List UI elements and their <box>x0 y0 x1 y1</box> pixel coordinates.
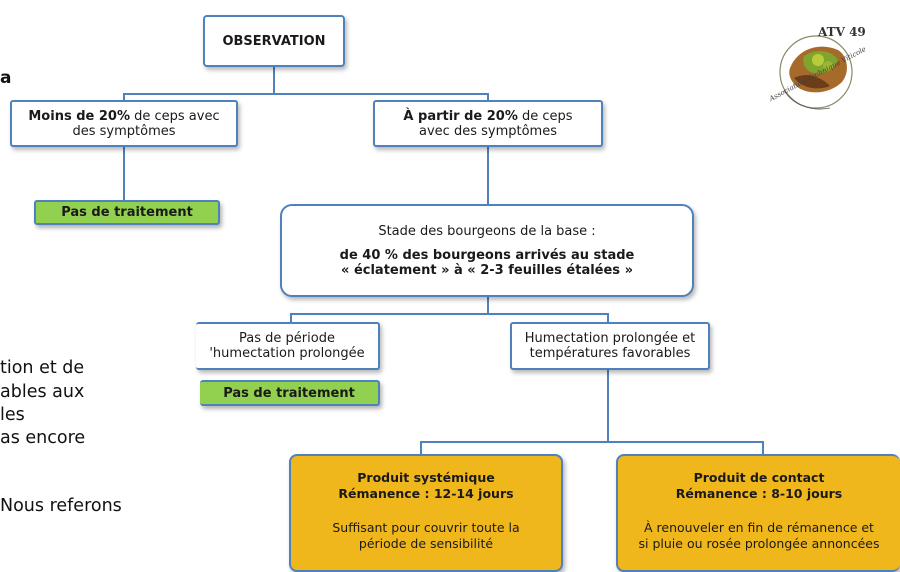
contact-product-box: Produit de contact Rémanence : 8-10 jour… <box>616 454 900 572</box>
systemic-product-box: Produit systémique Rémanence : 12-14 jou… <box>289 454 563 572</box>
background-text-line: ables aux <box>0 382 85 402</box>
contact-desc-1: À renouveler en fin de rémanence et <box>644 520 874 535</box>
bud-stage-line-3: « éclatement » à « 2-3 feuilles étalées … <box>341 262 633 278</box>
bud-stage-box: Stade des bourgeons de la base : de 40 %… <box>280 204 694 297</box>
from-20-text-2: avec des symptômes <box>419 123 557 139</box>
no-treatment-label: Pas de traitement <box>61 205 193 220</box>
logo-title: ATV 49 <box>818 25 866 39</box>
from-20-box: À partir de 20% de ceps avec des symptôm… <box>373 100 603 147</box>
observation-box: OBSERVATION <box>203 15 345 67</box>
from-20-bold: À partir de 20% <box>403 108 518 124</box>
humidity-line-1: Humectation prolongée et <box>524 331 696 346</box>
no-treatment-label: Pas de traitement <box>223 385 355 401</box>
systemic-desc-2: période de sensibilité <box>358 536 494 551</box>
background-text-fragment-top: a <box>0 68 12 88</box>
background-text-line: as encore <box>0 428 86 448</box>
humidity-line-2: températures favorables <box>529 346 691 361</box>
humidity-box: Humectation prolongée et températures fa… <box>510 322 710 370</box>
background-text-line: Nous referons <box>0 496 122 516</box>
no-treatment-box-1: Pas de traitement <box>34 200 220 225</box>
less-than-20-box: Moins de 20% de ceps avec des symptômes <box>10 100 238 147</box>
systemic-title: Produit systémique <box>357 470 495 485</box>
observation-label: OBSERVATION <box>222 33 326 49</box>
background-text-line: tion et de <box>0 358 85 378</box>
bud-stage-line-2: de 40 % des bourgeons arrivés au stade <box>339 247 635 263</box>
less-than-20-text-2: des symptômes <box>72 123 176 139</box>
contact-remanence: Rémanence : 8-10 jours <box>675 486 843 501</box>
bud-stage-line-1: Stade des bourgeons de la base : <box>378 223 596 239</box>
atv49-logo: ATV 49 Association Technique Viticole <box>760 20 890 120</box>
contact-title: Produit de contact <box>693 470 825 485</box>
no-humidity-box: Pas de période 'humectation prolongée <box>196 322 380 370</box>
background-text-line: les <box>0 405 25 425</box>
less-than-20-text: de ceps avec <box>129 108 220 124</box>
less-than-20-bold: Moins de 20% <box>28 108 130 124</box>
no-treatment-box-2: Pas de traitement <box>200 380 380 406</box>
logo-emblem-icon <box>779 35 853 110</box>
systemic-desc-1: Suffisant pour couvrir toute la <box>332 520 520 535</box>
from-20-text: de ceps <box>517 108 573 124</box>
systemic-remanence: Rémanence : 12-14 jours <box>338 486 514 501</box>
no-humidity-line-1: Pas de période <box>239 331 335 346</box>
no-humidity-line-2: 'humectation prolongée <box>209 346 365 361</box>
contact-desc-2: si pluie ou rosée prolongée annoncées <box>638 536 880 551</box>
